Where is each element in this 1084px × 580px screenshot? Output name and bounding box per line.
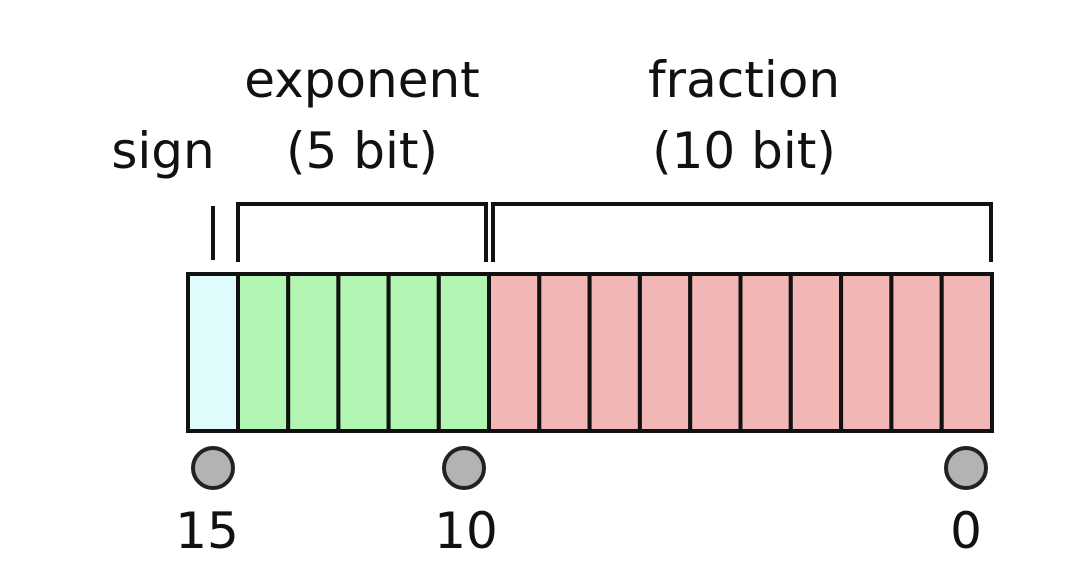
sign-label: sign: [111, 122, 214, 180]
exponent-bit-cell: [236, 272, 291, 433]
fraction-bit-cell: [587, 272, 642, 433]
bit-cells: [186, 272, 995, 433]
bit-0-label: 0: [950, 502, 982, 560]
fraction-bit-cell: [738, 272, 793, 433]
bit-10-marker: [442, 446, 486, 490]
exponent-bit-cell: [386, 272, 441, 433]
fraction-bit-cell: [688, 272, 743, 433]
exponent-size-label: (5 bit): [286, 122, 438, 180]
fraction-bit-cell: [537, 272, 592, 433]
fraction-bit-cell: [637, 272, 693, 433]
exponent-label: exponent: [244, 51, 480, 109]
fraction-bit-cell: [839, 272, 894, 433]
sign-bit-cell: [186, 272, 240, 433]
fraction-bit-cell: [487, 272, 542, 433]
fraction-size-label: (10 bit): [652, 122, 836, 180]
bit-10-label: 10: [434, 502, 498, 560]
fraction-bit-cell: [939, 272, 995, 433]
fraction-bracket: [491, 202, 993, 262]
bit-15-label: 15: [175, 502, 239, 560]
bit-15-marker: [191, 446, 235, 490]
exponent-bracket: [236, 202, 488, 262]
exponent-bit-cell: [336, 272, 391, 433]
fraction-label: fraction: [648, 51, 840, 109]
exponent-bit-cell: [436, 272, 491, 433]
bit-0-marker: [944, 446, 988, 490]
fraction-bit-cell: [889, 272, 944, 433]
fraction-bit-cell: [788, 272, 844, 433]
exponent-bit-cell: [286, 272, 341, 433]
